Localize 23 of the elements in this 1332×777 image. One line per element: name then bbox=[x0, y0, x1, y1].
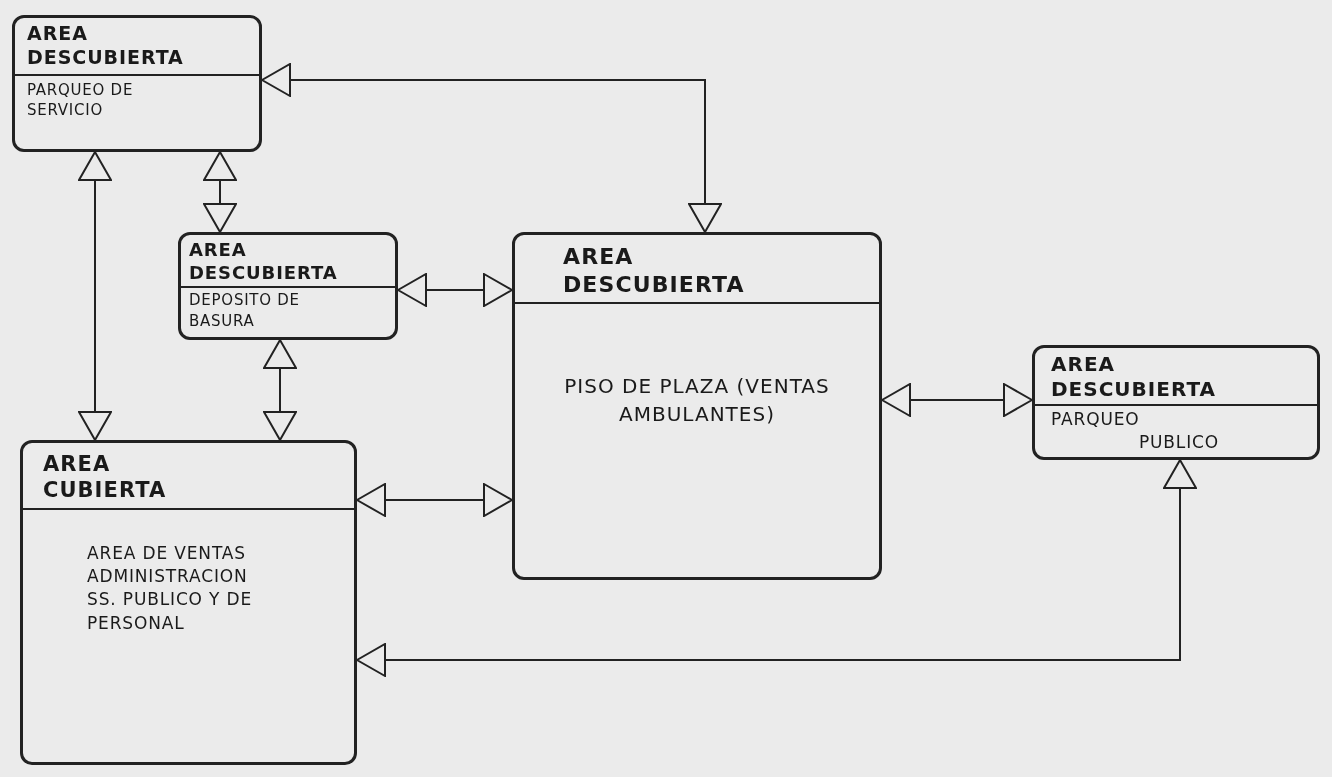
double-arrow bbox=[397, 273, 513, 307]
area-box bbox=[512, 232, 882, 580]
area-description: PARQUEO PUBLICO bbox=[1050, 408, 1220, 455]
double-arrow bbox=[263, 339, 297, 441]
area-description: PISO DE PLAZA (VENTAS AMBULANTES) bbox=[563, 373, 831, 428]
area-box bbox=[178, 232, 398, 340]
area-description: PARQUEO DE SERVICIO bbox=[26, 79, 135, 121]
area-heading: AREA DESCUBIERTA bbox=[188, 238, 339, 285]
area-box bbox=[12, 15, 262, 152]
double-arrow bbox=[881, 383, 1033, 417]
area-heading: AREA CUBIERTA bbox=[42, 451, 168, 505]
area-heading: AREA DESCUBIERTA bbox=[1050, 351, 1217, 403]
area-heading: AREA DESCUBIERTA bbox=[26, 21, 185, 70]
double-arrow bbox=[261, 63, 722, 233]
double-arrow bbox=[356, 459, 1197, 677]
area-heading: AREA DESCUBIERTA bbox=[562, 243, 746, 299]
area-description: DEPOSITO DE BASURA bbox=[188, 290, 301, 332]
double-arrow bbox=[356, 483, 513, 517]
area-description: AREA DE VENTAS ADMINISTRACION SS. PUBLICO Y DE PERSONAL bbox=[86, 541, 254, 635]
area-box bbox=[1032, 345, 1320, 460]
double-arrow bbox=[78, 151, 112, 441]
double-arrow bbox=[203, 151, 237, 233]
area-box bbox=[20, 440, 357, 765]
